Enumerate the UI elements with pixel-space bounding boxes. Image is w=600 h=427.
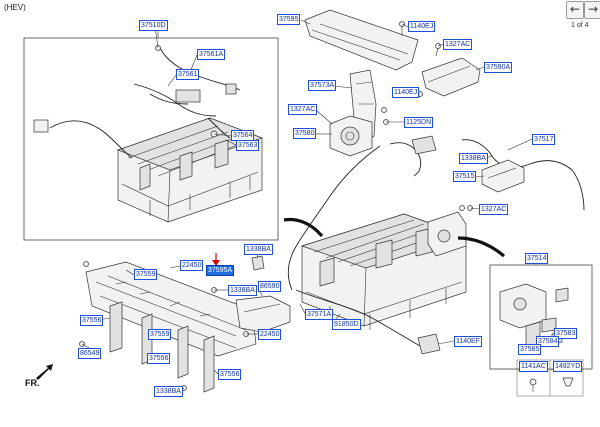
callout-37563[interactable]: 37563 <box>236 140 260 151</box>
selected-part-arrow-icon <box>212 253 220 266</box>
legend-part-icons <box>529 377 574 392</box>
callout-37514[interactable]: 37514 <box>525 253 549 264</box>
callout-37559[interactable]: 37559 <box>134 269 158 280</box>
arrow-left-icon: ← <box>569 2 581 16</box>
callout-22450-top[interactable]: 22450 <box>180 260 204 271</box>
callout-1140EJ-mid[interactable]: 1140EJ <box>392 87 420 98</box>
callout-1327AC-low[interactable]: 1327AC <box>479 204 509 215</box>
callout-37517[interactable]: 37517 <box>532 134 556 145</box>
page-indicator: 1 of 4 <box>571 22 589 29</box>
fr-arrow-icon <box>36 364 53 380</box>
callout-86549[interactable]: 86549 <box>78 348 102 359</box>
tray-frame-drawing <box>79 255 291 393</box>
callout-37556-mid[interactable]: 37556 <box>147 353 171 364</box>
callout-1338BA-center[interactable]: 1338BA <box>244 244 273 255</box>
callout-37585[interactable]: 37585 <box>518 344 542 355</box>
callout-37556-left[interactable]: 37556 <box>80 315 104 326</box>
callout-1327AC-top[interactable]: 1327AC <box>443 39 473 50</box>
legend-part-1141AC[interactable]: 1141AC <box>519 361 548 372</box>
sweep-arrows <box>283 217 506 258</box>
callout-37590A[interactable]: 37590A <box>484 62 513 73</box>
callout-37573A[interactable]: 37573A <box>308 80 337 91</box>
callout-37510D[interactable]: 37510D <box>139 20 168 31</box>
prev-page-button[interactable]: ← <box>566 1 584 19</box>
callout-1338BA-mid[interactable]: 1338BA <box>228 285 257 296</box>
callout-37583[interactable]: 37583 <box>554 328 578 339</box>
cables-drawing <box>287 139 585 355</box>
orientation-label: FR. <box>25 378 40 388</box>
callout-37556-right[interactable]: 37556 <box>218 369 242 380</box>
battery-pack-inset-drawing <box>33 45 264 223</box>
callout-37561[interactable]: 37561 <box>176 69 200 80</box>
variant-label: (HEV) <box>4 3 26 12</box>
callout-37561A[interactable]: 37561A <box>197 49 226 60</box>
callout-1327AC-mid[interactable]: 1327AC <box>288 104 318 115</box>
callout-37559-mid[interactable]: 37559 <box>148 329 172 340</box>
callout-1140EF[interactable]: 1140EF <box>454 336 482 347</box>
main-battery-pack-drawing <box>300 205 468 330</box>
duct-and-fan-drawing <box>329 69 437 177</box>
callout-1338BA-low[interactable]: 1338BA <box>154 386 183 397</box>
callout-1140EJ-top[interactable]: 1140EJ <box>408 21 436 32</box>
callout-37595[interactable]: 37595 <box>277 14 301 25</box>
callout-37584[interactable]: 37584 <box>536 336 560 347</box>
callout-1338BA-right[interactable]: 1338BA <box>459 153 488 164</box>
callout-1125DN[interactable]: 1125DN <box>404 117 434 128</box>
legend-part-1492YD[interactable]: 1492YD <box>553 361 583 372</box>
callout-37595A-selected[interactable]: 37595A <box>206 265 235 276</box>
callout-37571A[interactable]: 37571A <box>305 309 334 320</box>
arrow-right-icon: → <box>587 2 599 16</box>
next-page-button[interactable]: → <box>584 1 600 19</box>
callout-37515[interactable]: 37515 <box>453 171 477 182</box>
callout-22450-low[interactable]: 22450 <box>258 329 282 340</box>
callout-91850D[interactable]: 91850D <box>332 319 361 330</box>
callout-37580[interactable]: 37580 <box>293 128 317 139</box>
callout-86590[interactable]: 86590 <box>258 281 282 292</box>
